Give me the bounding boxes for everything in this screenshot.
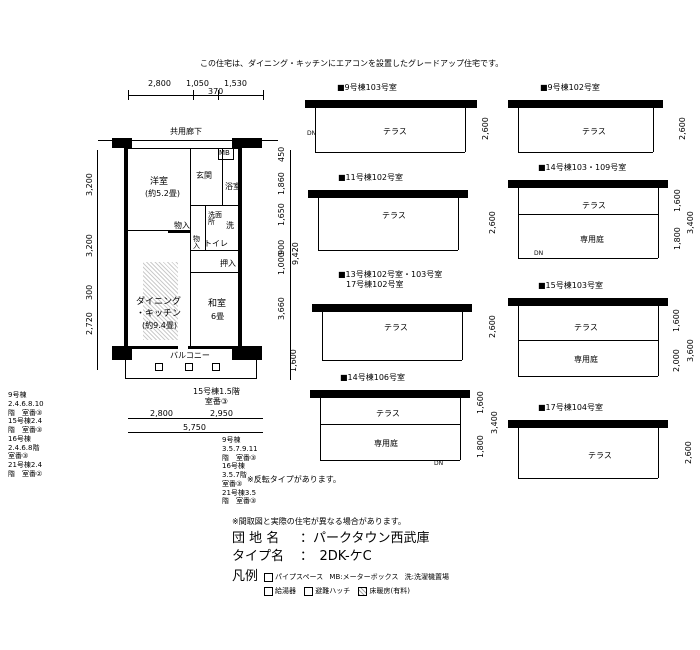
right-dim-3: 1,650	[277, 203, 286, 226]
keyplan-14-103: ■14号棟103・109号室 テラス 専用庭 DN 1,600 1,800 3,…	[508, 162, 698, 282]
left-note: 9号棟2.4.6.8.10階 室番③ 15号棟2.4階 室番③ 16号棟2.4.…	[8, 391, 47, 478]
keyplan-title: ■17号棟104号室	[538, 403, 604, 412]
left-dim-3: 300	[85, 284, 94, 300]
note-15: 15号棟1.5階 室番③	[193, 387, 240, 406]
keyplan-title: ■9号棟102号室	[540, 83, 600, 92]
keyplan-garden: 専用庭	[580, 235, 604, 244]
keyplan-title: ■15号棟103号室	[538, 281, 604, 290]
keyplan-terrace: テラス	[376, 409, 400, 418]
left-dim-2: 3,200	[85, 234, 94, 257]
room-western-size: (約5.2畳)	[145, 189, 180, 198]
keyplan-garden: 専用庭	[574, 355, 598, 364]
keyplan-terrace: テラス	[582, 127, 606, 136]
room-entrance: 玄関	[196, 171, 212, 180]
reverse-note: ※反転タイプがあります。	[247, 475, 341, 484]
complex-label: 団 地 名	[232, 531, 280, 546]
keyplan-garden: 専用庭	[374, 439, 398, 448]
disclaimer: ※間取図と実際の住宅が異なる場合があります。	[232, 517, 406, 526]
complex-value: ：パークタウン西武庫	[300, 531, 430, 546]
keyplan-terrace: テラス	[382, 211, 406, 220]
room-closet: 押入	[220, 259, 236, 268]
room-western: 洋室	[150, 177, 169, 187]
type-value: ： 2DK-ケC	[300, 549, 372, 564]
right-dim-7: 1,600	[289, 349, 298, 372]
room-toilet: トイレ	[204, 239, 228, 248]
room-washer: 洗	[226, 221, 234, 230]
mb-label: MB	[219, 149, 230, 157]
room-storage2: 物入	[193, 235, 200, 250]
room-storage1: 物入	[174, 221, 190, 230]
left-dim-4: 2,720	[85, 312, 94, 335]
room-dining-size: (約9.4畳)	[142, 321, 177, 330]
right-dim-5: 1,000	[277, 252, 286, 275]
room-washroom: 洗面所	[208, 211, 222, 226]
keyplan-title: ■14号棟106号室	[340, 373, 406, 382]
right-dim-2: 1,860	[277, 172, 286, 195]
right-dim-total: 9,420	[291, 242, 300, 265]
right-dim-1: 450	[277, 146, 286, 162]
corridor-label: 共用廊下	[170, 127, 202, 136]
keyplan-terrace: テラス	[582, 201, 606, 210]
room-bath: 浴室	[225, 182, 241, 191]
header-note: この住宅は、ダイニング・キッチンにエアコンを設置したグレードアップ住宅です。	[200, 59, 504, 68]
bottom-dim-total: 5,750	[183, 423, 206, 432]
room-japanese: 和室	[208, 299, 227, 309]
floor-heating-area	[143, 262, 178, 340]
right-dim-6: 3,660	[277, 297, 286, 320]
center-note: 9号棟3.5.7.9.11階 室番③ 16号棟3.5.7階 室番③ 21号棟3.…	[222, 436, 258, 506]
left-dim-1: 3,200	[85, 173, 94, 196]
type-label: タイプ名	[232, 549, 285, 564]
pipe-space-icon	[264, 572, 273, 582]
keyplan-title: ■11号棟102号室	[338, 173, 404, 182]
keyplan-terrace: テラス	[588, 451, 612, 460]
keyplan-9-103: ■9号棟103号室 テラス DN 2,600	[305, 82, 490, 162]
floor-heating-icon	[358, 586, 368, 596]
top-dim-3: 1,530	[224, 79, 247, 88]
keyplan-11-102: ■11号棟102号室 テラス 2,600	[308, 172, 497, 262]
top-dim-1: 2,800	[148, 79, 171, 88]
water-heater-icon	[264, 586, 273, 596]
bottom-dim-2: 2,950	[210, 409, 233, 418]
keyplan-15-103: ■15号棟103号室 テラス 専用庭 1,600 2,000 3,600	[508, 280, 698, 390]
top-dim-total: 370	[208, 87, 224, 96]
keyplan-terrace: テラス	[384, 323, 408, 332]
room-japanese-size: 6畳	[211, 312, 225, 321]
keyplan-terrace: テラス	[383, 127, 407, 136]
legend: パイプスペース MB:メーターボックス 洗:洗濯機置場 給湯器 避難ハッチ 床暖…	[264, 570, 449, 598]
keyplan-title: ■9号棟103号室	[337, 83, 397, 92]
keyplan-17-104: ■17号棟104号室 テラス 2,600	[508, 402, 698, 492]
keyplan-14-106: ■14号棟106号室 テラス 専用庭 DN 1,600 1,800 3,400	[310, 372, 500, 472]
top-dim-2: 1,050	[186, 79, 209, 88]
keyplan-9-102: ■9号棟102号室 テラス 2,600	[508, 82, 688, 162]
keyplan-terrace: テラス	[574, 323, 598, 332]
balcony-label: バルコニー	[170, 351, 210, 360]
keyplan-title: ■13号棟102号室・103号室 17号棟102号室	[338, 270, 443, 289]
legend-label: 凡例	[232, 569, 259, 584]
keyplan-title: ■14号棟103・109号室	[538, 163, 627, 172]
bottom-dim-1: 2,800	[150, 409, 173, 418]
escape-hatch-icon	[304, 586, 314, 596]
room-dining: ダイニング ・キッチン	[136, 297, 182, 319]
keyplan-13-102: ■13号棟102号室・103号室 17号棟102号室 テラス 2,600	[312, 270, 497, 370]
